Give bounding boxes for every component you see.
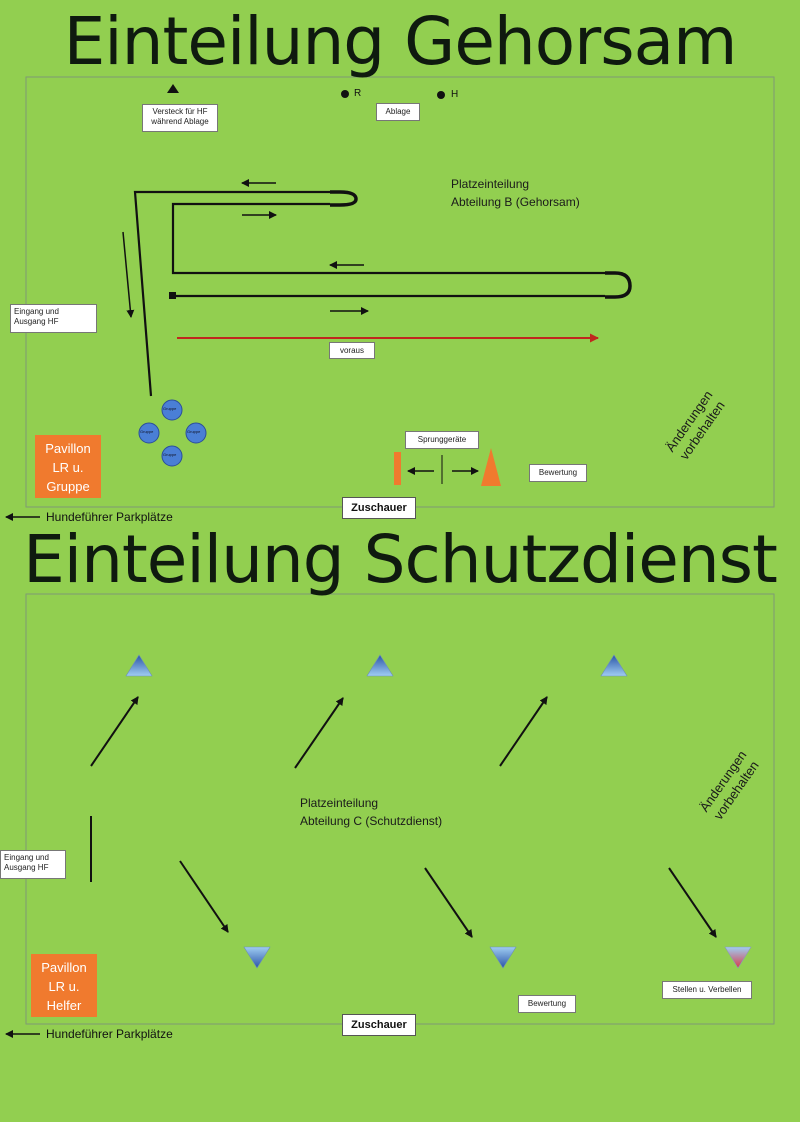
eingang-c-line1: Eingang und xyxy=(4,853,49,862)
blind-stellen-icon xyxy=(724,946,752,969)
zuschauer-gehorsam: Zuschauer xyxy=(342,497,416,519)
marker-r-label: R xyxy=(354,88,362,99)
start-marker xyxy=(169,292,176,299)
voraus-label: voraus xyxy=(329,342,375,359)
arrow-diag-down-1 xyxy=(179,860,229,933)
platz-c-line1: Platzeinteilung xyxy=(300,796,379,810)
pavillon-c-line1: Pavillon xyxy=(41,960,87,975)
stellen-verbellen-label: Stellen u. Verbellen xyxy=(662,981,752,999)
marker-r-dot xyxy=(341,90,349,98)
gruppe-label-top: Gruppe xyxy=(163,406,177,411)
pavillon-b-line3: Gruppe xyxy=(46,479,90,494)
blind-up-1-icon xyxy=(125,654,153,677)
platz-b-line1: Platzeinteilung xyxy=(451,177,530,191)
gruppe-circle-bottom xyxy=(161,445,183,467)
marker-h-dot xyxy=(437,91,445,99)
pavillon-b-line2: LR u. xyxy=(52,460,84,475)
versteck-line2: während Ablage xyxy=(151,117,209,126)
marker-h-label: H xyxy=(451,89,459,100)
gruppe-label-bottom: Gruppe xyxy=(163,452,177,457)
blind-down-1-icon xyxy=(243,946,271,969)
pavillon-b-line1: Pavillon xyxy=(45,441,91,456)
walking-path xyxy=(133,190,632,397)
eingang-c-line2: Ausgang HF xyxy=(4,863,49,872)
pavillon-schutzdienst: Pavillon LR u. Helfer xyxy=(31,954,97,1017)
eingang-label-gehorsam: Eingang und Ausgang HF xyxy=(10,304,97,333)
platz-c-line2: Abteilung C (Schutzdienst) xyxy=(300,814,443,828)
arrow-diag-up-2 xyxy=(294,697,344,769)
arrow-diag-down-2 xyxy=(424,867,473,938)
arrow-diag-up-1 xyxy=(90,696,139,767)
versteck-line1: Versteck für HF xyxy=(152,107,208,116)
gehorsam-title: Einteilung Gehorsam xyxy=(63,3,738,80)
gruppe-circle-top xyxy=(161,399,183,421)
platzeinteilung-schutzdienst: Platzeinteilung Abteilung C (Schutzdiens… xyxy=(300,794,442,830)
arrow-diag-down-3 xyxy=(668,867,717,938)
gruppe-circle-right xyxy=(185,422,207,444)
platzeinteilung-gehorsam: Platzeinteilung Abteilung B (Gehorsam) xyxy=(451,175,580,211)
eingang-b-line1: Eingang und xyxy=(14,307,59,316)
pavillon-c-line2: LR u. xyxy=(48,979,80,994)
versteck-label: Versteck für HF während Ablage xyxy=(142,104,218,132)
parkplatz-label-gehorsam: Hundeführer Parkplätze xyxy=(46,510,173,524)
gruppe-label-right: Gruppe xyxy=(187,429,201,434)
pavillon-gehorsam: Pavillon LR u. Gruppe xyxy=(35,435,101,498)
gehorsam-field-border xyxy=(25,76,775,508)
pavillon-c-line3: Helfer xyxy=(46,998,82,1013)
sprunggeraete-label: Sprunggeräte xyxy=(405,431,479,449)
parkplatz-label-schutzdienst: Hundeführer Parkplätze xyxy=(46,1027,173,1041)
gruppe-circles xyxy=(138,399,207,467)
eingang-b-line2: Ausgang HF xyxy=(14,317,59,326)
ablage-label: Ablage xyxy=(376,103,420,121)
versteck-marker-icon xyxy=(167,84,179,93)
blind-down-2-icon xyxy=(489,946,517,969)
platz-b-line2: Abteilung B (Gehorsam) xyxy=(451,195,580,209)
eingang-label-schutzdienst: Eingang und Ausgang HF xyxy=(0,850,66,879)
gruppe-label-left: Gruppe xyxy=(140,429,154,434)
blind-up-2-icon xyxy=(366,654,394,677)
schutzdienst-title: Einteilung Schutzdienst xyxy=(23,521,778,598)
gruppe-circle-left xyxy=(138,422,160,444)
bewertung-label-schutzdienst: Bewertung xyxy=(518,995,576,1013)
arrow-diag-up-3 xyxy=(499,696,548,767)
blind-up-3-icon xyxy=(600,654,628,677)
arrow-down-entry xyxy=(122,231,135,318)
zuschauer-schutzdienst: Zuschauer xyxy=(342,1014,416,1036)
huerde-icon xyxy=(394,452,401,485)
schraegwand-icon xyxy=(481,448,501,486)
bewertung-label-gehorsam: Bewertung xyxy=(529,464,587,482)
